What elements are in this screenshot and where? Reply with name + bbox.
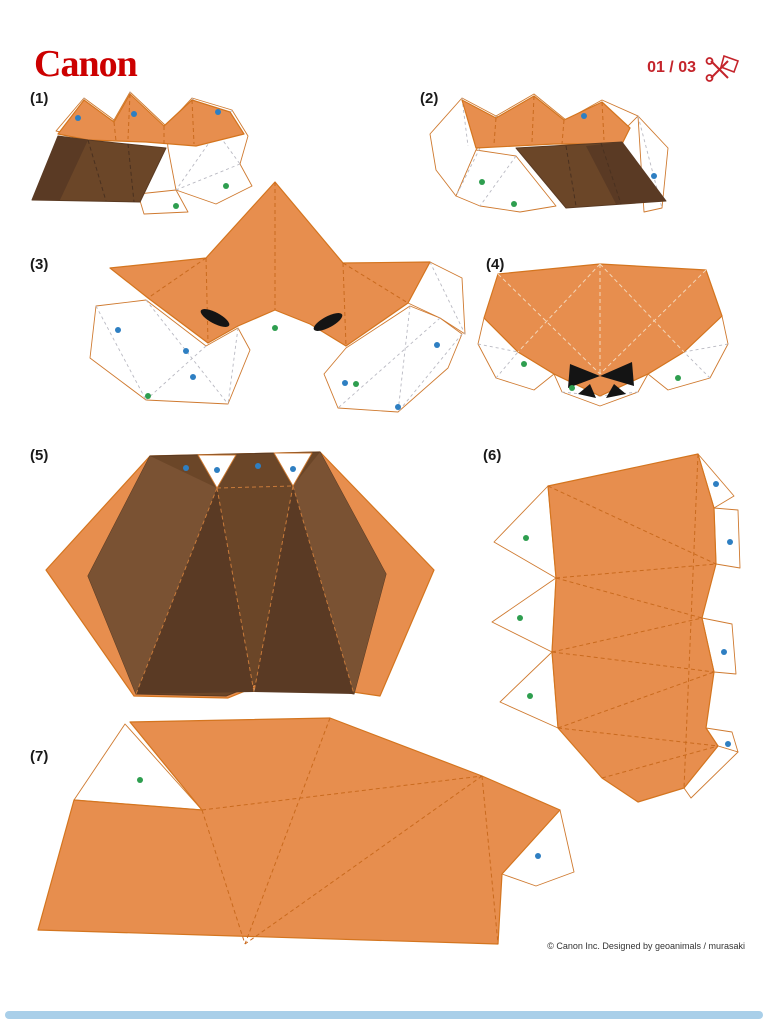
scissors-icon: [704, 54, 740, 82]
left-eye-shape: [200, 309, 230, 327]
glue-dots: [517, 481, 733, 747]
body-brown-panel: [88, 452, 386, 696]
piece-2-diagram: [416, 86, 672, 221]
page-indicator: 01 / 03: [647, 54, 740, 82]
piece-5: [36, 448, 436, 706]
piece-1-diagram: [26, 86, 261, 221]
orange-fold-lines: [114, 94, 194, 144]
glue-flaps: [492, 454, 740, 798]
glue-dots: [115, 325, 440, 410]
head-orange-panel: [462, 96, 630, 148]
glue-flaps: [74, 724, 574, 886]
orange-fold-lines: [548, 454, 718, 788]
glue-dots: [137, 777, 541, 859]
piece-5-label: (5): [30, 447, 49, 464]
canon-logo: Canon: [34, 43, 138, 85]
piece-5-diagram: [36, 448, 436, 706]
nose-shape: [568, 362, 634, 398]
glue-dots: [521, 361, 681, 391]
piece-2: [416, 86, 672, 221]
piece-6: [486, 446, 734, 808]
eyes: [200, 309, 343, 331]
head-orange-panel: [58, 94, 244, 146]
brown-fold-lines: [566, 143, 621, 206]
piece-4-diagram: [478, 256, 728, 408]
piece-4-label: (4): [486, 256, 505, 273]
piece-4: [478, 256, 728, 408]
orange-fold-lines: [494, 96, 604, 144]
piece-6-diagram: [486, 446, 734, 808]
muzzle-orange-panel: [484, 264, 722, 396]
base-orange-panel: [38, 718, 560, 944]
piece-7-diagram: [30, 714, 575, 958]
piece-3: [88, 178, 468, 418]
orange-fold-lines: [202, 718, 498, 944]
piece-7: [30, 714, 575, 958]
horizontal-scrollbar[interactable]: [5, 1011, 763, 1019]
brown-shade-facet: [32, 136, 88, 200]
right-eye-shape: [313, 313, 343, 331]
glue-dots: [75, 109, 229, 209]
brown-fold-lines: [88, 140, 134, 202]
brown-fold-lines: [136, 486, 354, 694]
piece-3-label: (3): [30, 256, 49, 273]
piece-1: [26, 86, 261, 221]
orange-fold-lines: [148, 182, 408, 346]
copyright-text: © Canon Inc. Designed by geoanimals / mu…: [547, 941, 745, 951]
piece-7-label: (7): [30, 748, 49, 765]
piece-1-label: (1): [30, 90, 49, 107]
page-number: 01 / 03: [647, 59, 696, 76]
glue-dots: [183, 463, 296, 473]
piece-3-diagram: [88, 178, 468, 418]
glue-dots: [479, 113, 657, 207]
piece-6-label: (6): [483, 447, 502, 464]
orange-fold-lines: [498, 264, 706, 374]
piece-2-label: (2): [420, 90, 439, 107]
